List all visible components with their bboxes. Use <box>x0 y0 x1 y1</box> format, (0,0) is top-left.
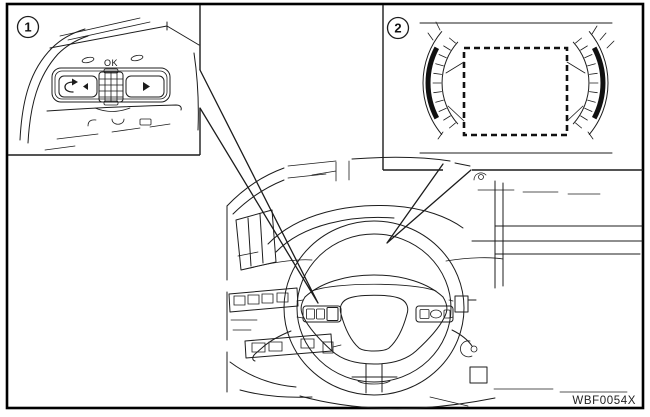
callout-1-circle <box>16 15 40 39</box>
steering-wheel[interactable] <box>283 220 465 396</box>
callout-wedge-1 <box>199 69 319 304</box>
figure-code: WBF0054X <box>572 395 636 407</box>
gauge-ticks-left <box>427 21 456 140</box>
inset-1-box-edge <box>8 5 201 156</box>
wheel-rim-outer <box>283 220 465 396</box>
callout-2-badge: 2 <box>386 16 410 40</box>
left-gauge-arc <box>422 21 465 140</box>
callout-1-number: 1 <box>24 20 31 35</box>
right-gauge-arc <box>566 25 615 140</box>
figure-border <box>5 2 645 410</box>
inset-1-context-lines <box>19 17 200 151</box>
back-button[interactable] <box>58 75 98 98</box>
callout-wedge-2 <box>386 163 472 244</box>
callout-1-badge: 1 <box>16 15 40 39</box>
gauge-ticks-right <box>575 25 615 140</box>
left-triangle-icon <box>83 83 88 90</box>
left-spoke-switches[interactable] <box>296 299 342 323</box>
inset-2-box-edge <box>382 5 643 171</box>
display-area-dashed <box>462 46 569 137</box>
steering-switch-pod: OK <box>51 58 171 106</box>
right-triangle-icon <box>143 82 150 91</box>
cluster-top-bottom-lines <box>419 22 613 154</box>
wheel-rim-inner <box>296 233 452 383</box>
back-arrow-icon <box>64 78 78 93</box>
right-spoke-switches[interactable] <box>415 299 454 323</box>
inset-1-closeup: 1 <box>8 5 201 156</box>
inset-2-closeup: 2 <box>382 5 643 171</box>
dashboard-left <box>226 160 337 398</box>
callout-2-number: 2 <box>394 21 401 36</box>
steering-column <box>322 341 398 394</box>
next-button[interactable] <box>125 75 165 98</box>
ok-label: OK <box>104 58 118 68</box>
right-gauge-connectors <box>566 61 586 122</box>
scroll-dial[interactable] <box>98 68 124 106</box>
callout-2-circle <box>386 16 410 40</box>
main-illustration <box>226 156 643 410</box>
dashboard-right <box>299 172 643 410</box>
instrument-cluster-hood <box>267 156 471 253</box>
left-gauge-connectors <box>445 61 465 122</box>
